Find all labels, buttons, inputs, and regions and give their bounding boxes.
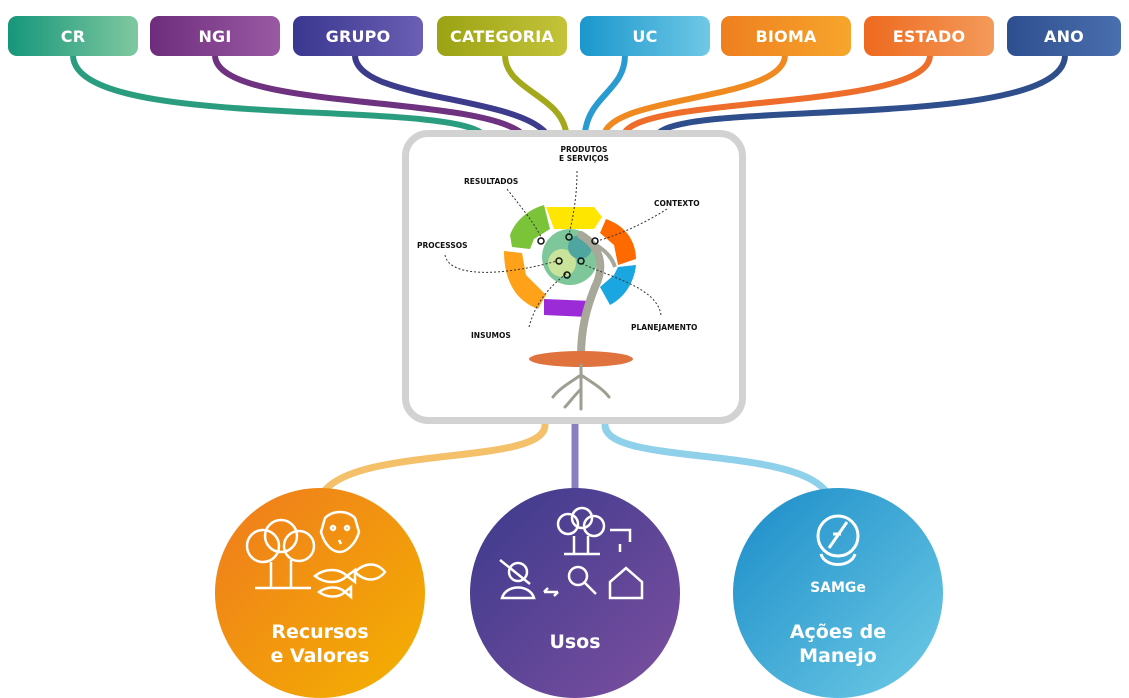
- filter-bioma[interactable]: BIOMA: [721, 16, 851, 56]
- filter-categoria[interactable]: CATEGORIA: [437, 16, 567, 56]
- label-planejamento: PLANEJAMENTO: [631, 323, 698, 332]
- filter-uc[interactable]: UC: [580, 16, 710, 56]
- filter-cr[interactable]: CR: [8, 16, 138, 56]
- samge-logo-icon: [816, 514, 860, 566]
- circle-subtitle: Manejo: [799, 645, 877, 667]
- label-insumos: INSUMOS: [471, 331, 511, 340]
- recursos-valores-circle[interactable]: Recursos e Valores: [215, 488, 425, 698]
- filter-label: UC: [632, 26, 658, 46]
- filter-label: ANO: [1044, 26, 1084, 46]
- filter-estado[interactable]: ESTADO: [864, 16, 994, 56]
- label-contexto: CONTEXTO: [654, 199, 700, 208]
- label-resultados: RESULTADOS: [464, 177, 519, 186]
- filter-label: ESTADO: [892, 26, 966, 46]
- label-processos: PROCESSOS: [417, 241, 468, 250]
- circle-title: Usos: [549, 631, 601, 653]
- people-uses-icon: [499, 506, 644, 600]
- filter-ngi[interactable]: NGI: [150, 16, 280, 56]
- management-cycle-panel: PRODUTOS E SERVIÇOS RESULTADOS CONTEXTO …: [402, 130, 746, 424]
- filter-grupo[interactable]: GRUPO: [293, 16, 423, 56]
- filter-label: BIOMA: [755, 26, 817, 46]
- filter-label: NGI: [198, 26, 232, 46]
- filter-ano[interactable]: ANO: [1007, 16, 1121, 56]
- trees-jaguar-fish-icon: [245, 510, 387, 600]
- filter-label: CR: [60, 26, 86, 46]
- circle-title: Ações de: [789, 621, 887, 643]
- circle-title: Recursos: [271, 621, 369, 643]
- label-produtos-servicos: PRODUTOS E SERVIÇOS: [559, 145, 609, 163]
- circle-subtitle: e Valores: [270, 645, 370, 667]
- samge-logo-text: SAMGe: [810, 580, 866, 596]
- acoes-manejo-circle[interactable]: SAMGe Ações de Manejo: [733, 488, 943, 698]
- filter-label: GRUPO: [325, 26, 391, 46]
- management-cycle-illustration: [444, 170, 668, 411]
- usos-circle[interactable]: Usos: [470, 488, 680, 698]
- filter-label: CATEGORIA: [450, 26, 554, 46]
